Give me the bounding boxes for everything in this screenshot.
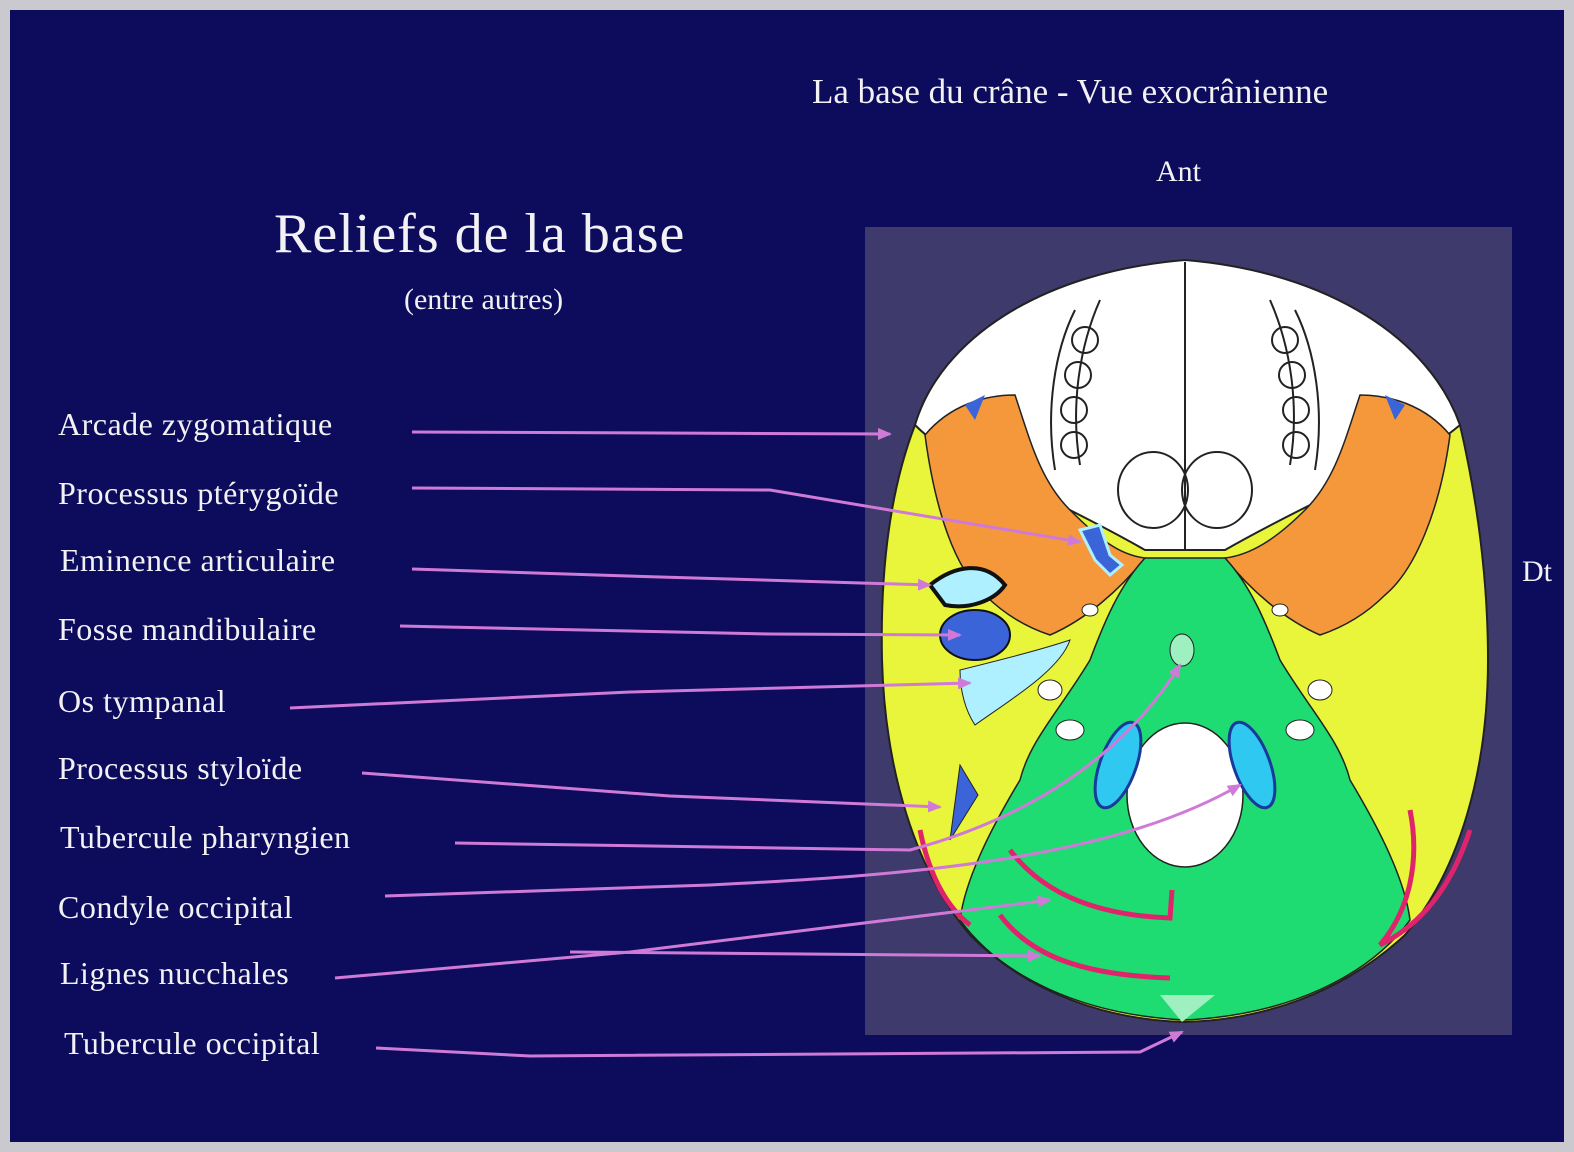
label-tubercule-pharyngien: Tubercule pharyngien: [60, 819, 351, 856]
orientation-right-label: Dt: [1522, 555, 1552, 589]
label-os-tympanal: Os tympanal: [58, 683, 226, 720]
arrow-tubercule-occipital: [376, 1032, 1182, 1056]
label-condyle-occipital: Condyle occipital: [58, 889, 293, 926]
orientation-anterior-label: Ant: [1156, 155, 1201, 189]
foramen-magnum: [1127, 723, 1243, 867]
label-eminence-articulaire: Eminence articulaire: [60, 542, 336, 579]
subtitle: (entre autres): [404, 283, 563, 317]
label-processus-pterygoide: Processus ptérygoïde: [58, 475, 339, 512]
main-title: Reliefs de la base: [274, 202, 685, 266]
arrow-processus-styloide: [362, 773, 940, 807]
label-tubercule-occipital: Tubercule occipital: [64, 1025, 320, 1062]
label-arcade-zygomatique: Arcade zygomatique: [58, 406, 333, 443]
slide: La base du crâne - Vue exocrânienne Ant …: [10, 10, 1564, 1142]
label-fosse-mandibulaire: Fosse mandibulaire: [58, 611, 317, 648]
view-title: La base du crâne - Vue exocrânienne: [812, 72, 1328, 112]
arrow-eminence-articulaire: [412, 569, 930, 585]
pharyngeal-tubercle: [1170, 634, 1194, 666]
label-processus-styloide: Processus styloïde: [58, 750, 303, 787]
arrow-arcade-zygomatique: [412, 432, 890, 434]
label-lignes-nucchales: Lignes nucchales: [60, 955, 289, 992]
